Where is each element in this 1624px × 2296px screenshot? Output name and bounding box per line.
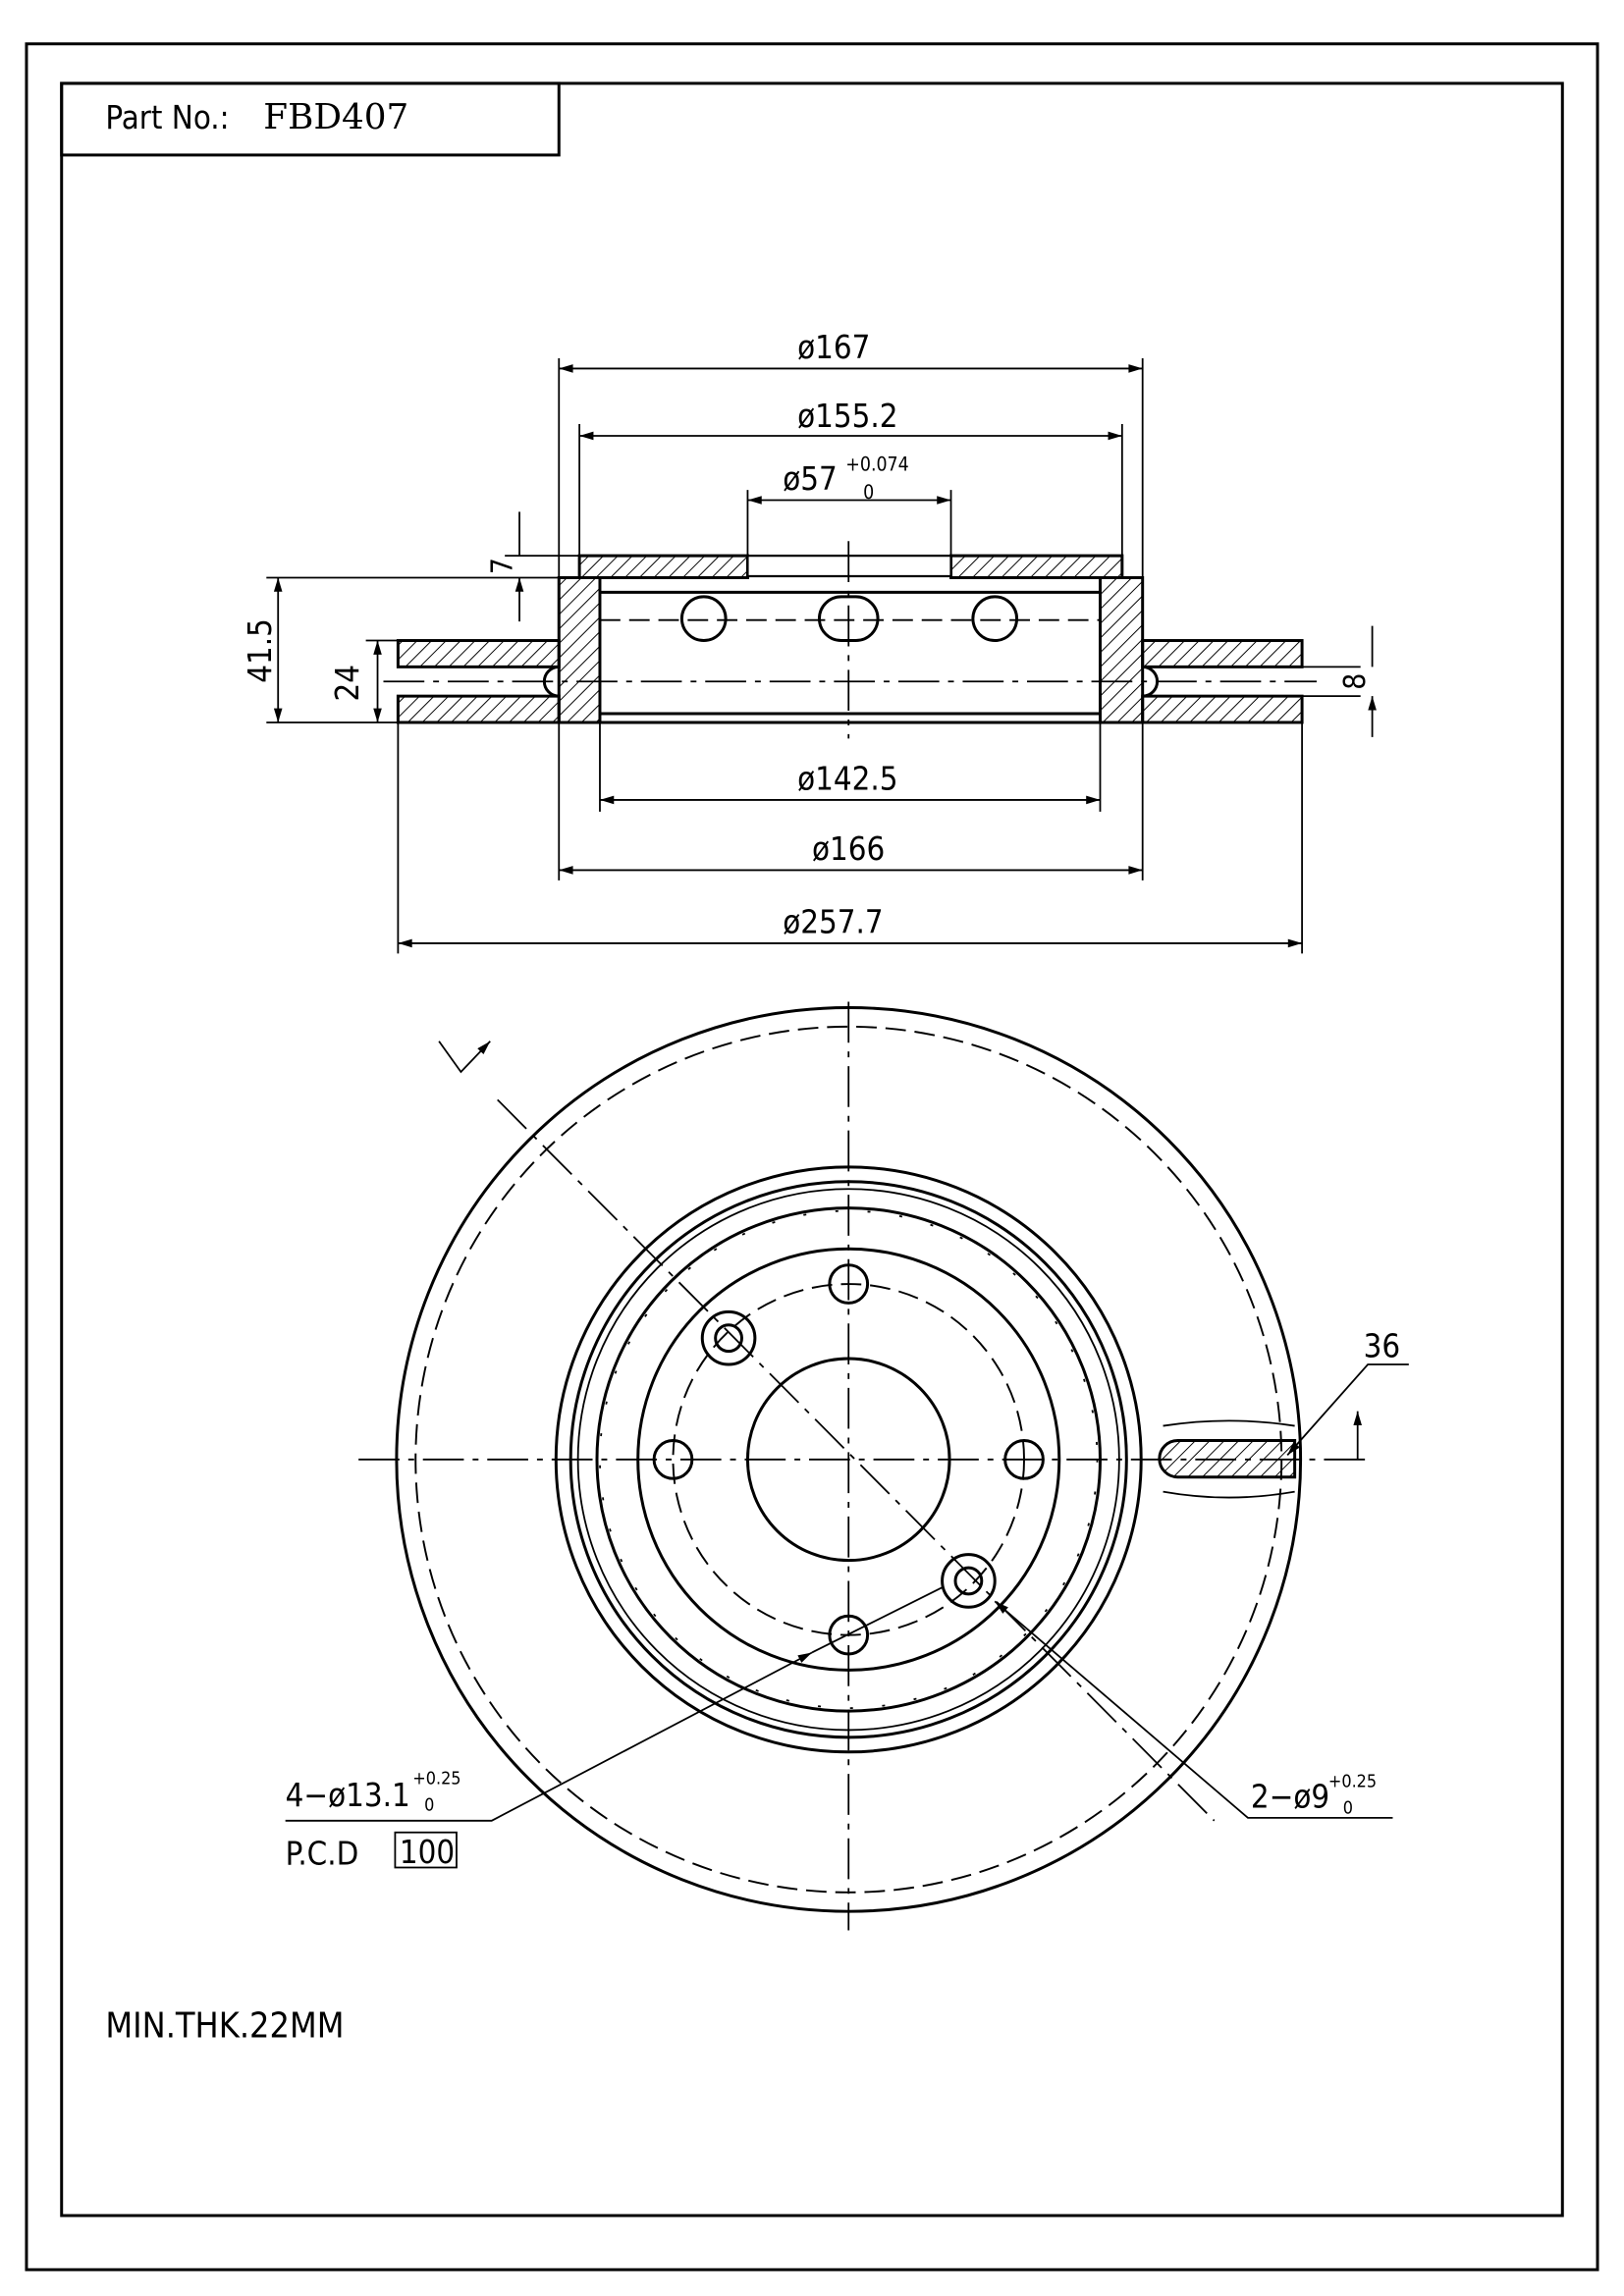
dim-d257-7: ø257.7 <box>783 903 883 940</box>
dim-h24: 24 <box>329 665 366 702</box>
dim-d166: ø166 <box>812 830 885 868</box>
part-number: FBD407 <box>263 97 408 137</box>
bolt-hole-spec: 4−ø13.1 <box>286 1777 410 1814</box>
bolt-tol-lower: 0 <box>424 1794 434 1815</box>
dim-d57-tol-lower: 0 <box>863 481 874 504</box>
dim-d57-tol-upper: +0.074 <box>845 454 908 476</box>
bolt-tol-upper: +0.25 <box>412 1769 460 1789</box>
part-no-label: Part No.: <box>105 99 229 136</box>
pcd-value: 100 <box>400 1834 455 1871</box>
plan-view: 36 4−ø13.1 +0.25 0 P.C.D 100 2−ø9 +0.25 … <box>285 1001 1409 1931</box>
dim-h7: 7 <box>486 558 520 574</box>
inner-frame <box>60 81 1564 2217</box>
pcd-label: P.C.D <box>286 1836 359 1873</box>
dim-d142-5: ø142.5 <box>797 760 897 797</box>
small-tol-lower: 0 <box>1343 1797 1353 1818</box>
dim-d167: ø167 <box>797 329 870 366</box>
small-hole-spec: 2−ø9 <box>1251 1778 1329 1815</box>
dim-d155-2: ø155.2 <box>797 398 897 435</box>
title-box <box>60 81 561 157</box>
section-view: ø167 ø155.2 ø57 +0.074 0 ø142.5 ø166 ø25… <box>242 329 1373 954</box>
dim-h41-5: 41.5 <box>242 618 279 683</box>
dim-d57: ø57 <box>783 460 838 498</box>
slot-angle-label: 36 <box>1364 1328 1401 1365</box>
min-thickness-note: MIN.THK.22MM <box>105 2005 344 2046</box>
small-tol-upper: +0.25 <box>1328 1772 1377 1792</box>
outer-frame <box>25 42 1599 2271</box>
dim-h8: 8 <box>1338 673 1373 690</box>
